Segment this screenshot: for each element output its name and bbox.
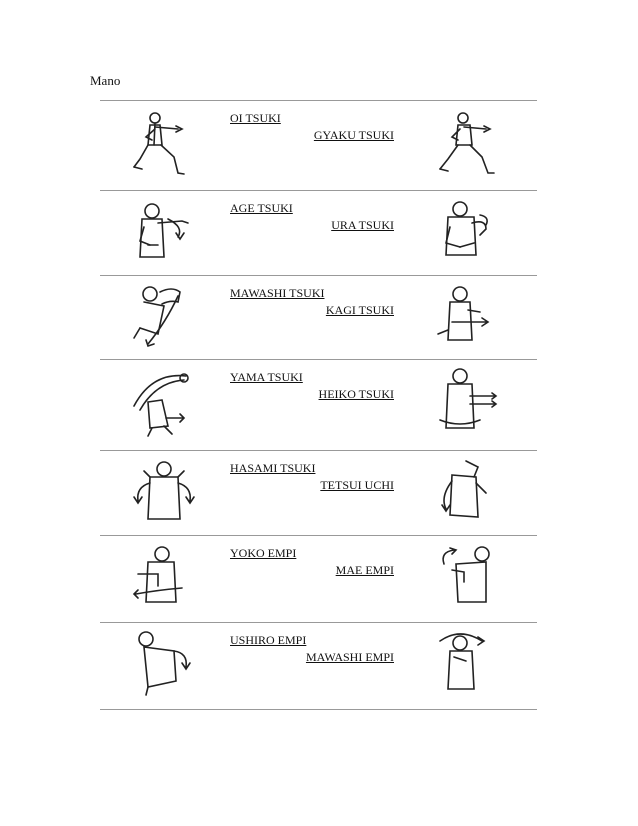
technique-right-label: KAGI TSUKI: [325, 303, 394, 317]
mawashi-tsuki-figure: [128, 282, 208, 354]
mawashi-empi-figure: [430, 629, 510, 701]
technique-left-label: HASAMI TSUKI: [230, 461, 316, 475]
hasami-tsuki-figure: [128, 457, 208, 529]
ura-tsuki-figure: [430, 197, 510, 269]
technique-row: MAWASHI TSUKI KAGI TSUKI: [100, 276, 537, 360]
technique-row: OI TSUKI GYAKU TSUKI: [100, 101, 537, 191]
techniques-table: OI TSUKI GYAKU TSUKI: [100, 100, 537, 710]
age-tsuki-figure: [128, 197, 208, 269]
mae-empi-figure: [430, 542, 510, 614]
technique-left-label: USHIRO EMPI: [230, 633, 307, 647]
technique-left-label: AGE TSUKI: [230, 201, 293, 215]
yama-tsuki-figure: [128, 366, 208, 442]
technique-row: YOKO EMPI MAE EMPI: [100, 536, 537, 623]
gyaku-tsuki-figure: [430, 107, 510, 183]
technique-right-label: TETSUI UCHI: [320, 478, 394, 492]
technique-right-label: HEIKO TSUKI: [318, 387, 394, 401]
technique-right-label: MAWASHI EMPI: [305, 650, 394, 664]
oi-tsuki-figure: [128, 107, 208, 183]
technique-left-label: MAWASHI TSUKI: [230, 286, 325, 300]
technique-left-label: OI TSUKI: [230, 111, 281, 125]
kagi-tsuki-figure: [430, 282, 510, 354]
page-heading: Mano: [90, 73, 121, 88]
technique-row: YAMA TSUKI HEIKO TSUKI: [100, 360, 537, 451]
heiko-tsuki-figure: [430, 366, 510, 442]
technique-right-label: MAE EMPI: [335, 563, 394, 577]
technique-right-label: URA TSUKI: [331, 218, 394, 232]
technique-right-label: GYAKU TSUKI: [313, 128, 394, 142]
yoko-empi-figure: [128, 542, 208, 614]
technique-left-label: YOKO EMPI: [230, 546, 297, 560]
technique-row: HASAMI TSUKI TETSUI UCHI: [100, 451, 537, 536]
technique-row: USHIRO EMPI MAWASHI EMPI: [100, 623, 537, 710]
ushiro-empi-figure: [128, 629, 208, 701]
tetsui-uchi-figure: [430, 457, 510, 529]
technique-row: AGE TSUKI URA TSUKI: [100, 191, 537, 276]
technique-left-label: YAMA TSUKI: [230, 370, 303, 384]
